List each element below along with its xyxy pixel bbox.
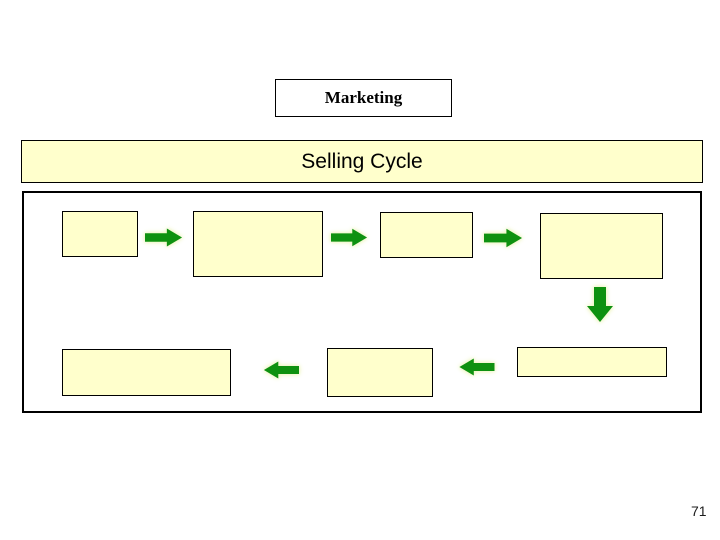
marketing-title-box: Marketing	[275, 79, 452, 117]
arrow-right-icon	[331, 228, 368, 247]
marketing-title-label: Marketing	[324, 88, 403, 107]
arrow-right-icon	[145, 228, 183, 247]
selling-cycle-banner: Selling Cycle	[21, 140, 703, 183]
arrow-right-icon	[484, 228, 523, 248]
arrow-down-icon	[587, 287, 613, 323]
arrow-left-icon	[257, 361, 305, 379]
process-box-bottom-1	[62, 349, 231, 396]
process-box-bottom-3	[517, 347, 667, 377]
process-box-bottom-2	[327, 348, 433, 397]
process-box-top-1	[62, 211, 138, 257]
process-box-top-3	[380, 212, 473, 258]
selling-cycle-banner-label: Selling Cycle	[301, 149, 423, 173]
page-number: 71	[691, 503, 707, 519]
arrow-left-icon	[453, 358, 500, 376]
process-box-top-2	[193, 211, 323, 277]
process-box-top-4	[540, 213, 663, 279]
